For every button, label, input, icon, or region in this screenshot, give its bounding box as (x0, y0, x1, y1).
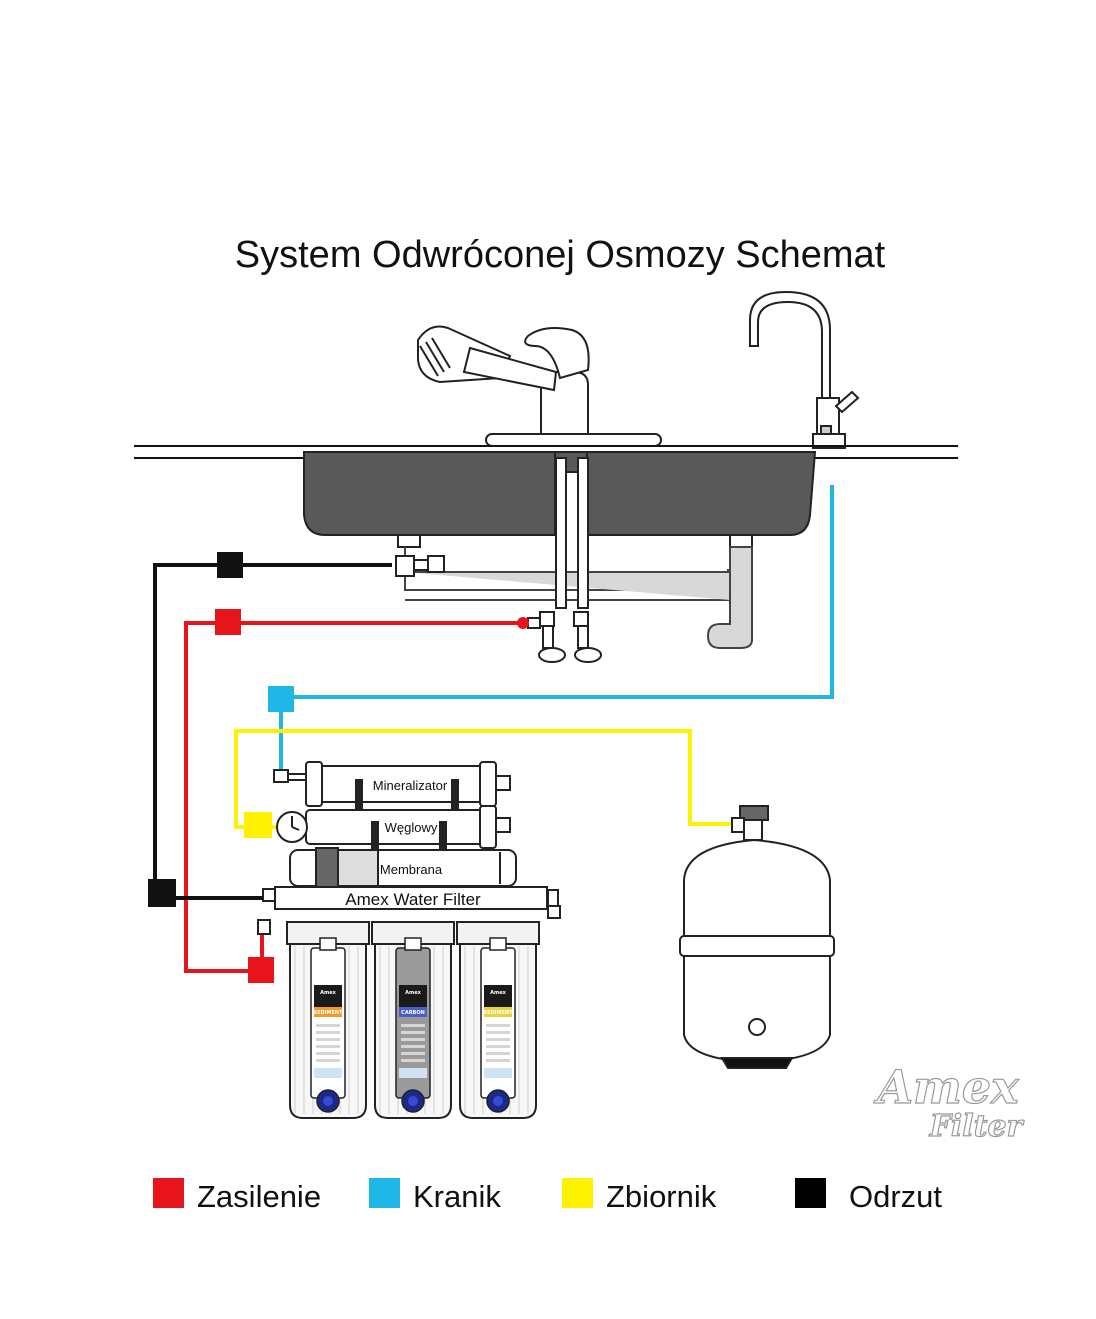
legend: Zasilenie Kranik Zbiornik Odrzut (153, 1178, 942, 1214)
legend-swatch-zasilenie (153, 1178, 184, 1208)
cartridge-type: CARBON (401, 1010, 425, 1016)
legend-label-zbiornik: Zbiornik (606, 1179, 717, 1214)
feed-connector-bottom (248, 957, 274, 983)
reject-connector-bottom (148, 879, 176, 907)
unit-brand-label: Amex Water Filter (345, 890, 481, 909)
feed-connector-top (215, 609, 241, 635)
ro-drinking-faucet (749, 290, 860, 449)
kitchen-sink (303, 451, 817, 649)
drain-saddle-valve (395, 555, 445, 577)
kitchen-faucet (417, 325, 662, 447)
cartridge-type: SEDIMENT (483, 1010, 513, 1016)
legend-swatch-zbiornik (562, 1178, 593, 1208)
amex-filter-logo: Amex Filter (873, 1059, 1025, 1144)
legend-label-zasilenie: Zasilenie (197, 1179, 321, 1214)
tank-connector (244, 812, 272, 838)
reject-line (153, 563, 392, 900)
legend-label-odrzut: Odrzut (849, 1179, 942, 1214)
reject-connector-top (217, 552, 243, 578)
ro-module-rack (257, 761, 561, 935)
legend-label-kranik: Kranik (413, 1179, 501, 1214)
cartridge-brand: Amex (320, 990, 336, 996)
module-label-mineralizator: Mineralizator (373, 778, 448, 793)
cartridge-brand: Amex (490, 990, 506, 996)
module-label-weglowy: Węglowy (385, 820, 438, 835)
diagram-title: System Odwróconej Osmozy Schemat (235, 234, 886, 276)
logo-word-filter: Filter (929, 1109, 1025, 1144)
module-label-membrana: Membrana (380, 862, 443, 877)
faucet-line (279, 485, 834, 770)
legend-swatch-kranik (369, 1178, 400, 1208)
storage-tank (679, 805, 835, 1069)
logo-word-amex: Amex (873, 1060, 1019, 1114)
supply-valves (517, 611, 602, 663)
cartridge-type: SEDIMENT (313, 1010, 343, 1016)
faucet-connector (268, 686, 294, 712)
cartridge-brand: Amex (405, 990, 421, 996)
legend-swatch-odrzut (795, 1178, 826, 1208)
